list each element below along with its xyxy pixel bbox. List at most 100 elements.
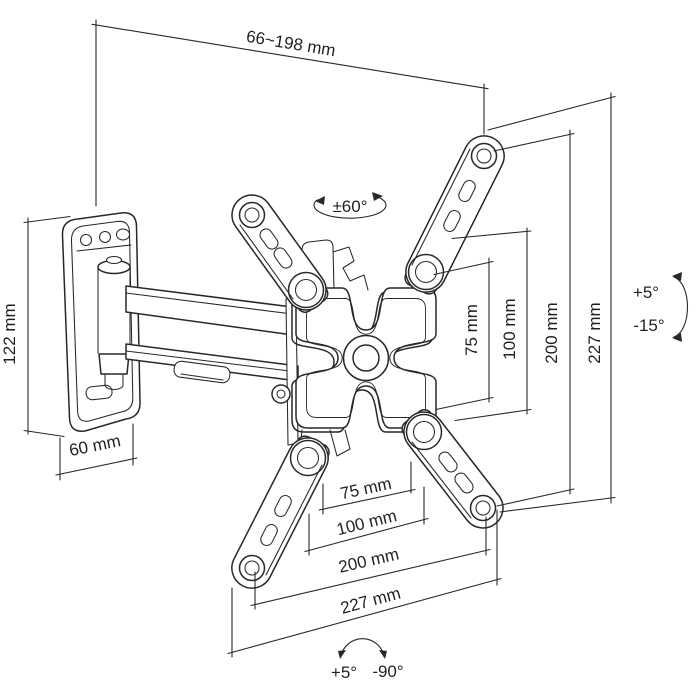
tilt-annotation: +5° -15° [633, 272, 689, 342]
dim-bottom-75-lines [318, 461, 416, 515]
tilt-arc [673, 276, 689, 338]
vesa-arm-top-right [404, 135, 505, 295]
swivel-arc [313, 197, 387, 219]
adjustment-knob [271, 384, 291, 404]
dim-right-200-lines [493, 129, 575, 507]
wall-plate-hole-middle [98, 230, 112, 244]
vesa-arm-bottom-left [231, 435, 330, 589]
vesa-plate [291, 287, 437, 433]
dim-right-227-lines [487, 92, 616, 513]
vesa-arm-tr-body [405, 135, 505, 293]
wall-plate-bottom-slot [85, 384, 113, 401]
bracket-top-zigzag [332, 246, 369, 291]
dim-right-75-lines [433, 257, 494, 411]
rotation-arc [340, 638, 385, 657]
swivel-arrow-left [315, 196, 325, 205]
hinge-bottom-cap [104, 384, 124, 391]
rotation-cw-label: +5° [331, 663, 357, 682]
arm-lower-beam-edge [125, 350, 299, 373]
vesa-arm-bl-boss-ring [289, 439, 327, 477]
dim-bottom-75-label: 75 mm [338, 474, 393, 503]
wall-plate-divider [76, 244, 132, 252]
dim-arm-extension-label: 66~198 mm [245, 27, 337, 60]
vesa-arm-tl-slot-2 [273, 247, 293, 269]
dim-right-227: 227 mm [487, 92, 616, 513]
vesa-arm-br-slot-1 [454, 472, 474, 494]
vesa-arm-br-boss-hole [412, 420, 436, 444]
vesa-arm-tl-tip-ring [238, 201, 266, 229]
dim-right-100-lines [451, 227, 532, 422]
vesa-arm-bl-slot-1 [260, 524, 278, 546]
rotation-ccw-label: -90° [372, 662, 403, 681]
dim-right-200-label: 200 mm [542, 302, 561, 363]
vesa-arm-br-slot-2 [438, 451, 458, 473]
dim-right-75: 75 mm [433, 257, 494, 411]
dim-wall-plate-height: 122 mm [0, 215, 71, 438]
vesa-arm-br-edge [411, 441, 472, 519]
swivel-arrow-right [372, 192, 383, 201]
vesa-arm-br-tip-ring [469, 494, 497, 522]
vesa-center-hole [352, 344, 380, 372]
dim-bottom-227-lines [227, 509, 502, 658]
swivel-label: ±60° [332, 197, 367, 216]
vesa-arm-tr-slot-2 [443, 210, 461, 232]
swivel-annotation: ±60° [313, 192, 387, 219]
tilt-arrow-down [672, 333, 682, 342]
dim-wall-plate-width: 60 mm [55, 423, 138, 481]
rotation-arrow-left [338, 650, 346, 659]
rotation-annotation: +5° -90° [331, 638, 404, 682]
wall-plate [61, 212, 141, 432]
vesa-arm-br-body [403, 411, 504, 529]
vesa-arm-bl-slot-2 [274, 495, 292, 517]
vesa-arm-bl-boss-hole [296, 446, 320, 470]
vesa-arm-bl-tip-hole [244, 560, 260, 576]
dim-arm-extension: 66~198 mm [91, 19, 489, 207]
vesa-arm-br-boss-ring [405, 413, 443, 451]
dim-arm-extension-lines [91, 19, 489, 207]
vesa-arm-bl-edge [265, 464, 323, 576]
vesa-arm-tl-tip-hole [244, 207, 260, 223]
dim-right-100: 100 mm [451, 227, 532, 422]
arm-upper-beam [125, 285, 301, 337]
dim-wall-plate-width-label: 60 mm [68, 431, 123, 460]
vesa-arm-br-tip-hole [475, 500, 491, 516]
wall-plate-inner-outline [70, 220, 134, 422]
dim-right-75-label: 75 mm [462, 304, 481, 356]
vesa-arm-tr-edge [411, 148, 471, 266]
arm-cable-clip-line [180, 373, 224, 381]
hinge-bolt-head [105, 255, 123, 265]
dim-bottom-200-lines [250, 516, 491, 610]
dim-right-100-label: 100 mm [500, 298, 519, 359]
dim-bottom-100-label: 100 mm [335, 506, 399, 539]
hinge-assembly [97, 255, 131, 391]
dim-bottom-227-label: 227 mm [338, 584, 402, 618]
vesa-arm-tr-boss-hole [414, 260, 438, 284]
vesa-arm-bl-body [231, 437, 329, 589]
hinge-nut [98, 353, 130, 375]
vesa-arm-tl-edge [239, 224, 294, 300]
arm-upper-beam-edge [125, 292, 301, 316]
vesa-arm-top-left [231, 194, 329, 313]
tilt-down-label: -15° [633, 316, 664, 335]
rotation-arrow-right [379, 650, 387, 659]
dim-wall-plate-width-lines [55, 423, 138, 481]
vesa-arm-tr-tip-hole [476, 148, 492, 164]
vesa-arm-bl-tip-ring [238, 554, 266, 582]
dim-wall-plate-height-label: 122 mm [0, 303, 19, 364]
tilt-arrow-up [672, 272, 682, 281]
vesa-arm-tl-body [231, 194, 327, 311]
vesa-arm-tr-slot-1 [458, 180, 476, 202]
adjustment-knob-center [276, 389, 286, 399]
dim-bottom-100-lines [304, 486, 429, 556]
vesa-arm-tl-boss-hole [294, 278, 318, 302]
vesa-arm-tr-tip-ring [470, 142, 498, 170]
vesa-center-ring [342, 334, 390, 382]
dim-bottom-200-label: 200 mm [337, 544, 401, 576]
extension-arm [125, 285, 301, 384]
vesa-arm-tl-boss-ring [287, 271, 325, 309]
dim-right-200: 200 mm [493, 129, 575, 507]
vesa-plate-outline [295, 287, 437, 429]
dim-wall-plate-height-lines [23, 215, 71, 438]
